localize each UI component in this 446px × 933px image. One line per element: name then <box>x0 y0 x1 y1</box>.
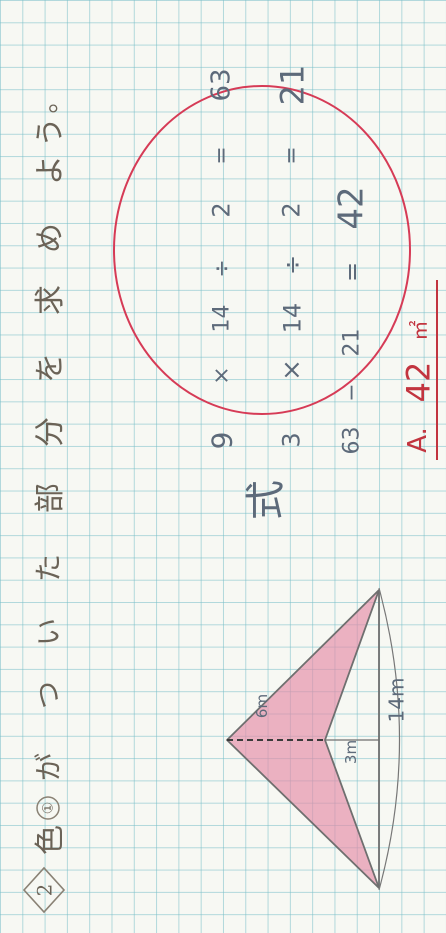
line2-term-1: 3 <box>278 432 306 448</box>
instruction-char-5: た <box>31 553 65 583</box>
line2-op-1: × <box>276 359 307 381</box>
instruction-char-7: 分 <box>33 417 68 447</box>
instruction-char-1: 色 <box>33 825 68 855</box>
line3-term-2: 21 <box>339 328 365 356</box>
answer-unit: ㎡ <box>407 320 432 340</box>
item-number-circle <box>36 796 60 820</box>
answer-ellipse <box>113 85 411 415</box>
instruction-char-6: 部 <box>33 483 68 513</box>
line1-op-2: ÷ <box>209 258 235 278</box>
instruction-char-4: い <box>31 617 65 647</box>
line1-result: 63 <box>207 68 237 102</box>
instruction-char-9: 求 <box>33 285 68 315</box>
instruction-char-3: つ <box>31 680 65 710</box>
line2-term-3: 2 <box>278 202 306 218</box>
line2-result: 21 <box>273 64 311 106</box>
inner-height-label: 3m <box>342 739 360 765</box>
line1-term-3: 2 <box>208 202 236 218</box>
line2-eq: = <box>279 145 305 165</box>
line1-op-1: × <box>209 365 235 385</box>
line3-result: 42 <box>331 186 372 230</box>
problem-number-frame <box>22 866 66 914</box>
answer-value: 42 <box>399 361 437 403</box>
line3-eq: = <box>337 261 366 283</box>
base-label: 14m <box>384 677 408 723</box>
instruction-char-10: め <box>33 223 68 253</box>
base-dimension-arc <box>378 587 401 891</box>
work-label: 式 <box>243 480 289 520</box>
line2-term-2: 14 <box>277 302 306 334</box>
instruction-char-8: を <box>33 353 68 383</box>
line1-eq: = <box>209 145 235 165</box>
line2-op-2: ÷ <box>277 254 306 276</box>
answer-prefix: A. <box>403 427 433 453</box>
height-label: 6m <box>253 693 271 719</box>
line1-term-1: 9 <box>205 431 239 449</box>
instruction-char-13: 。 <box>32 86 63 114</box>
instruction-char-2: が <box>31 752 65 782</box>
